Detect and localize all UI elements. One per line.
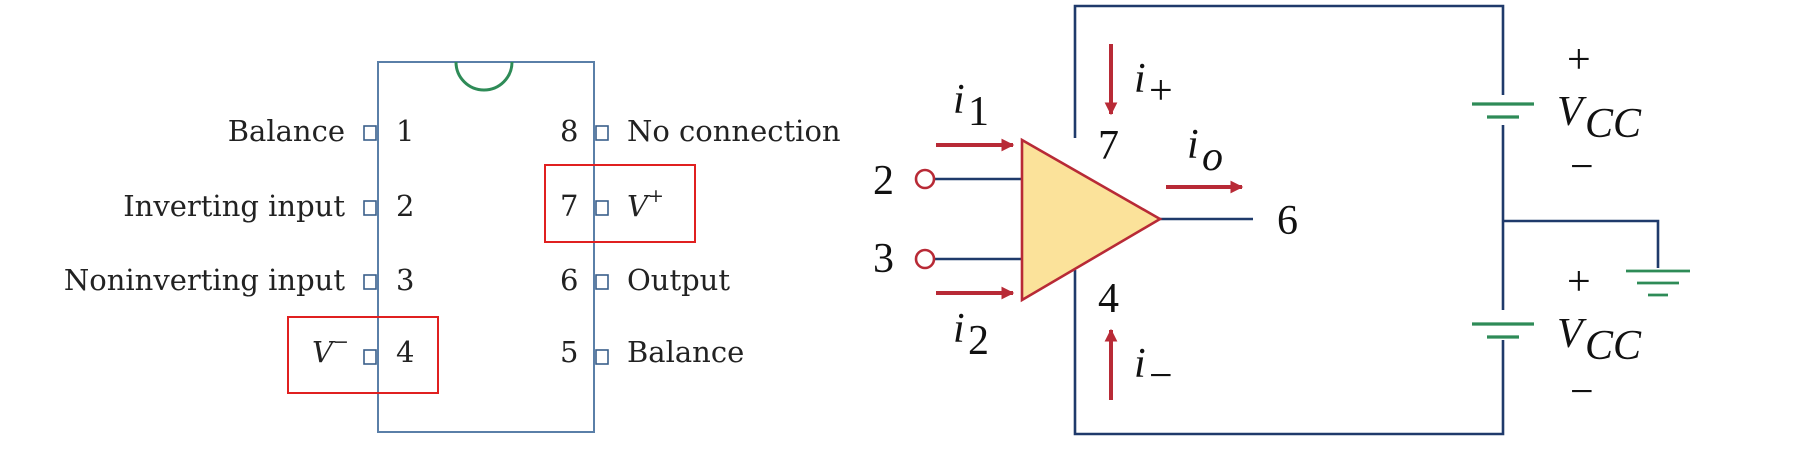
svg-text:−: −: [1149, 353, 1173, 399]
pin-number-2: 2: [873, 158, 894, 204]
pin-number: 3: [396, 263, 414, 297]
pin-number-3: 3: [873, 236, 894, 282]
label-vcc-top: + V CC −: [1557, 37, 1642, 190]
pin-number: 4: [396, 335, 414, 369]
pin-label: Output: [627, 263, 730, 297]
label-i2: i 2: [953, 306, 989, 364]
input-terminal-2: [914, 168, 936, 190]
pin-label: No connection: [627, 114, 841, 148]
svg-text:i: i: [1134, 341, 1146, 387]
svg-text:i: i: [953, 306, 965, 352]
pin-number: 1: [396, 114, 414, 148]
pin-4: V − 4: [312, 331, 414, 369]
chip-body: [377, 61, 595, 433]
pin-5: 5 Balance: [560, 335, 744, 369]
pin-number: 2: [396, 189, 414, 223]
pin-label: Balance: [228, 114, 345, 148]
pin-2: Inverting input 2: [123, 189, 414, 223]
pin-square: [595, 349, 609, 365]
svg-text:−: −: [1570, 369, 1594, 415]
battery-top: [1472, 102, 1534, 119]
svg-text:+: +: [1567, 259, 1591, 305]
pin-number: 7: [560, 189, 578, 223]
pin-number-4: 4: [1098, 276, 1119, 322]
pin-8: 8 No connection: [560, 114, 841, 148]
pin-7: 7 V +: [560, 185, 664, 223]
svg-text:V: V: [1557, 89, 1587, 135]
pin-square: [363, 349, 377, 365]
svg-text:V: V: [1557, 311, 1587, 357]
opamp-circuit-diagram: 2 3 6 7 4 i 1 i 2 i o i + i − + V CC: [873, 4, 1690, 436]
svg-text:CC: CC: [1585, 101, 1642, 147]
svg-text:−: −: [1570, 144, 1594, 190]
label-i1: i 1: [953, 77, 989, 135]
svg-text:+: +: [1149, 68, 1173, 114]
svg-text:i: i: [1134, 56, 1146, 102]
pin-label-sup: −: [333, 331, 349, 353]
opamp-triangle: [1020, 137, 1163, 303]
input-terminal-3: [914, 248, 936, 270]
pin-label-sup: +: [648, 185, 664, 207]
svg-text:i: i: [953, 77, 965, 123]
label-vcc-bottom: + V CC −: [1557, 259, 1642, 415]
highlight-box-vplus: [544, 164, 696, 243]
pin-square: [363, 125, 377, 141]
chip-notch: [454, 61, 514, 92]
input-wires: [934, 177, 1253, 261]
pin-square: [595, 125, 609, 141]
label-io: i o: [1187, 122, 1223, 180]
pin-label: Inverting input: [123, 189, 345, 223]
pin-number: 5: [560, 335, 578, 369]
pin-number: 8: [560, 114, 578, 148]
pin-label: V: [627, 189, 651, 223]
svg-text:2: 2: [968, 318, 989, 364]
pin-label: V: [312, 335, 336, 369]
pin-3: Noninverting input 3: [64, 263, 415, 297]
chip-pinout-diagram: Balance 1 Inverting input 2 Noninverting…: [64, 61, 841, 433]
pin-6: 6 Output: [560, 263, 730, 297]
pin-number: 6: [560, 263, 578, 297]
supply-wires: [1073, 4, 1660, 436]
pin-square: [595, 274, 609, 290]
pin-number-6: 6: [1277, 198, 1298, 244]
svg-text:i: i: [1187, 122, 1199, 168]
pin-square: [363, 274, 377, 290]
highlight-box-vminus: [287, 316, 439, 394]
pin-number-7: 7: [1098, 123, 1119, 169]
pin-1: Balance 1: [228, 114, 415, 148]
ground-symbol: [1626, 269, 1690, 297]
pin-square: [363, 200, 377, 216]
svg-text:o: o: [1202, 134, 1223, 180]
svg-text:1: 1: [968, 89, 989, 135]
pin-label: Noninverting input: [64, 263, 345, 297]
pin-square: [595, 200, 609, 216]
svg-text:CC: CC: [1585, 323, 1642, 369]
label-iminus: i −: [1134, 341, 1173, 399]
pin-label: Balance: [627, 335, 744, 369]
label-iplus: i +: [1134, 56, 1173, 114]
battery-bottom: [1472, 322, 1534, 339]
svg-text:+: +: [1567, 37, 1591, 83]
